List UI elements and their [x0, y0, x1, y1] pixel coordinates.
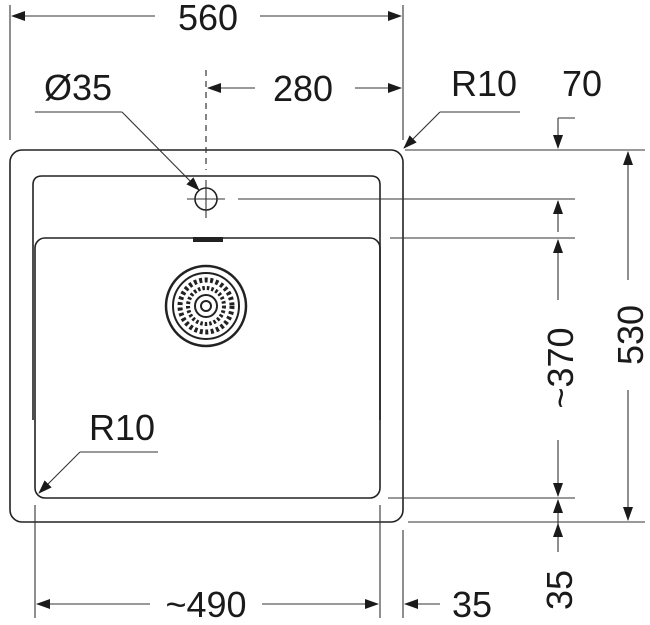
bowl-radius-label: R10 — [89, 407, 155, 448]
dim-outer-radius: R10 — [403, 63, 520, 149]
overflow-slot — [193, 237, 223, 242]
overall-depth-label: 530 — [610, 305, 650, 365]
bowl-width-label: ~490 — [165, 584, 246, 625]
overall-width-label: 560 — [178, 0, 238, 38]
outer-radius-label: R10 — [451, 63, 517, 104]
dim-overall-depth: 530 — [610, 151, 650, 521]
dim-tap-hole: Ø35 — [35, 67, 200, 191]
dim-tap-from-top: 70 — [553, 63, 602, 232]
dim-side-margin: 35 — [404, 584, 492, 625]
sink-bowl-outline — [34, 237, 381, 499]
drain-strainer-icon — [164, 264, 248, 348]
bowl-depth-label: ~370 — [540, 327, 581, 408]
dim-overall-width: 560 — [9, 0, 404, 140]
tap-from-top-label: 70 — [562, 63, 602, 104]
dim-bowl-depth: ~370 — [540, 239, 581, 497]
side-margin-label: 35 — [452, 584, 492, 625]
bottom-margin-label: 35 — [539, 570, 580, 610]
dim-tap-offset: 280 — [205, 68, 402, 170]
tap-hole — [187, 180, 225, 218]
dim-bowl-radius: R10 — [38, 407, 158, 494]
tap-offset-label: 280 — [273, 68, 333, 109]
dim-bottom-margin: 35 — [539, 499, 580, 610]
dim-bowl-width: ~490 — [36, 584, 379, 625]
sink-inner-tray-outline — [32, 175, 381, 420]
tap-hole-label: Ø35 — [44, 67, 112, 108]
